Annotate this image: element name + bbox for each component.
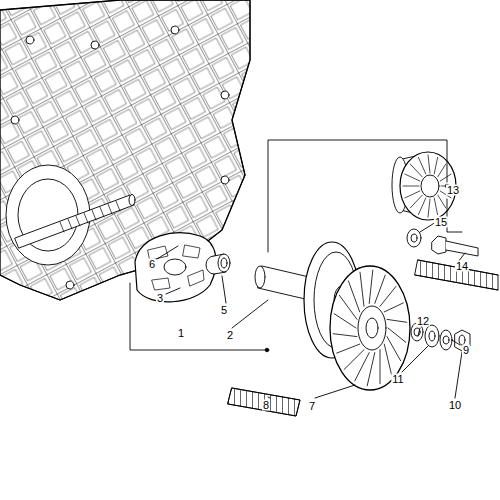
callout-number: 8: [262, 400, 270, 411]
callout-number: 15: [434, 217, 448, 228]
callout-number: 5: [220, 305, 228, 316]
drum-fin: [434, 198, 437, 215]
callout-number: 9: [462, 345, 470, 356]
drum-fin: [403, 186, 419, 187]
callout-number: 11: [391, 374, 404, 385]
fan-fin: [384, 344, 391, 375]
callout-number: 7: [308, 401, 316, 412]
drum-fin: [434, 157, 437, 174]
fan-fin: [360, 272, 364, 306]
callout-number: 12: [416, 316, 430, 327]
drum-fin: [410, 164, 422, 177]
fan-fin: [387, 319, 407, 322]
drum-fin: [438, 195, 446, 208]
fan-fin: [344, 350, 364, 370]
fan-fin: [375, 275, 385, 303]
callout-number: 3: [156, 293, 164, 304]
fan-fin: [367, 353, 375, 386]
drum-fin: [418, 157, 425, 174]
callout-number: 1: [177, 328, 185, 339]
drum-fin: [405, 191, 420, 198]
fan-fin: [380, 350, 381, 384]
drum-fin: [440, 174, 451, 181]
fan-fin: [334, 314, 356, 328]
callout-number: 10: [448, 400, 462, 411]
drum-fin: [418, 198, 425, 215]
drum-fin: [428, 199, 430, 217]
callout-number: 6: [148, 259, 156, 270]
fan-fin: [387, 337, 401, 361]
fan-fin: [339, 295, 357, 319]
fan-fin: [348, 281, 359, 312]
drum-fin: [438, 164, 446, 177]
drum-fin: [428, 155, 430, 173]
fan-fin: [333, 334, 357, 337]
callout-number: 13: [446, 185, 460, 196]
fan-fin: [369, 270, 373, 303]
fan-fin: [380, 287, 396, 307]
callout-number: 14: [455, 261, 469, 272]
drum-fin: [410, 195, 422, 208]
drum-fin: [405, 174, 420, 181]
fan-fin: [384, 303, 403, 312]
fan-fin: [388, 328, 406, 342]
callout-number: 2: [226, 330, 234, 341]
fan-fin: [337, 344, 360, 353]
